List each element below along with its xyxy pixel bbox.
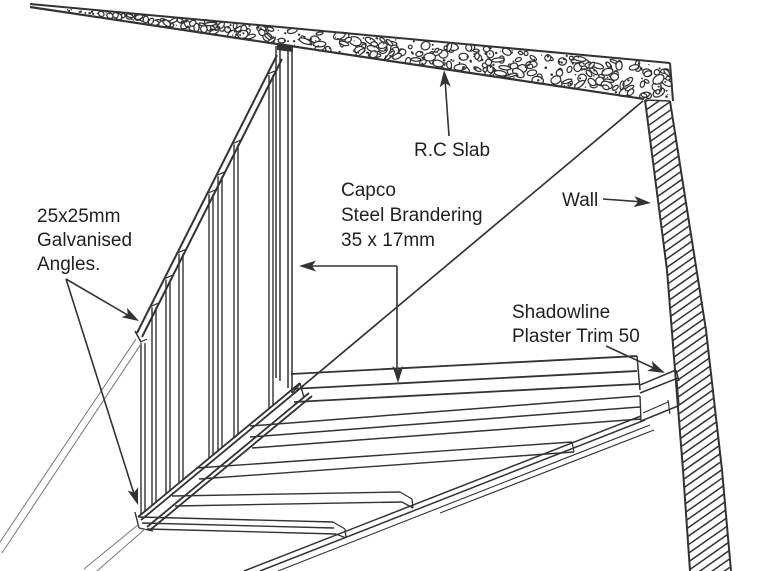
ceiling-frame-graphic [0, 43, 680, 571]
label-galvanised-angles-line-1: 25x25mm [37, 206, 120, 227]
diagram-labels: 25x25mm Galvanised Angles. Capco Steel B… [37, 140, 640, 347]
label-shadowline-trim: Shadowline Plaster Trim 50 [512, 302, 640, 347]
label-capco-brandering-line-3: 35 x 17mm [341, 230, 435, 251]
label-shadowline-trim-line-1: Shadowline [512, 302, 610, 323]
label-wall: Wall [562, 190, 598, 211]
label-capco-brandering-line-1: Capco [341, 180, 396, 201]
diagram-linework [0, 3, 732, 571]
rc-slab-graphic [29, 3, 674, 102]
wall-graphic [644, 99, 732, 571]
label-galvanised-angles-line-3: Angles. [37, 254, 100, 275]
label-capco-brandering: Capco Steel Brandering 35 x 17mm [341, 180, 483, 251]
label-rc-slab: R.C Slab [414, 140, 490, 161]
leader-arrows [65, 70, 665, 505]
label-galvanised-angles: 25x25mm Galvanised Angles. [37, 206, 132, 275]
label-capco-brandering-line-2: Steel Brandering [341, 205, 483, 226]
label-galvanised-angles-line-2: Galvanised [37, 230, 132, 251]
label-shadowline-trim-line-2: Plaster Trim 50 [512, 326, 640, 347]
